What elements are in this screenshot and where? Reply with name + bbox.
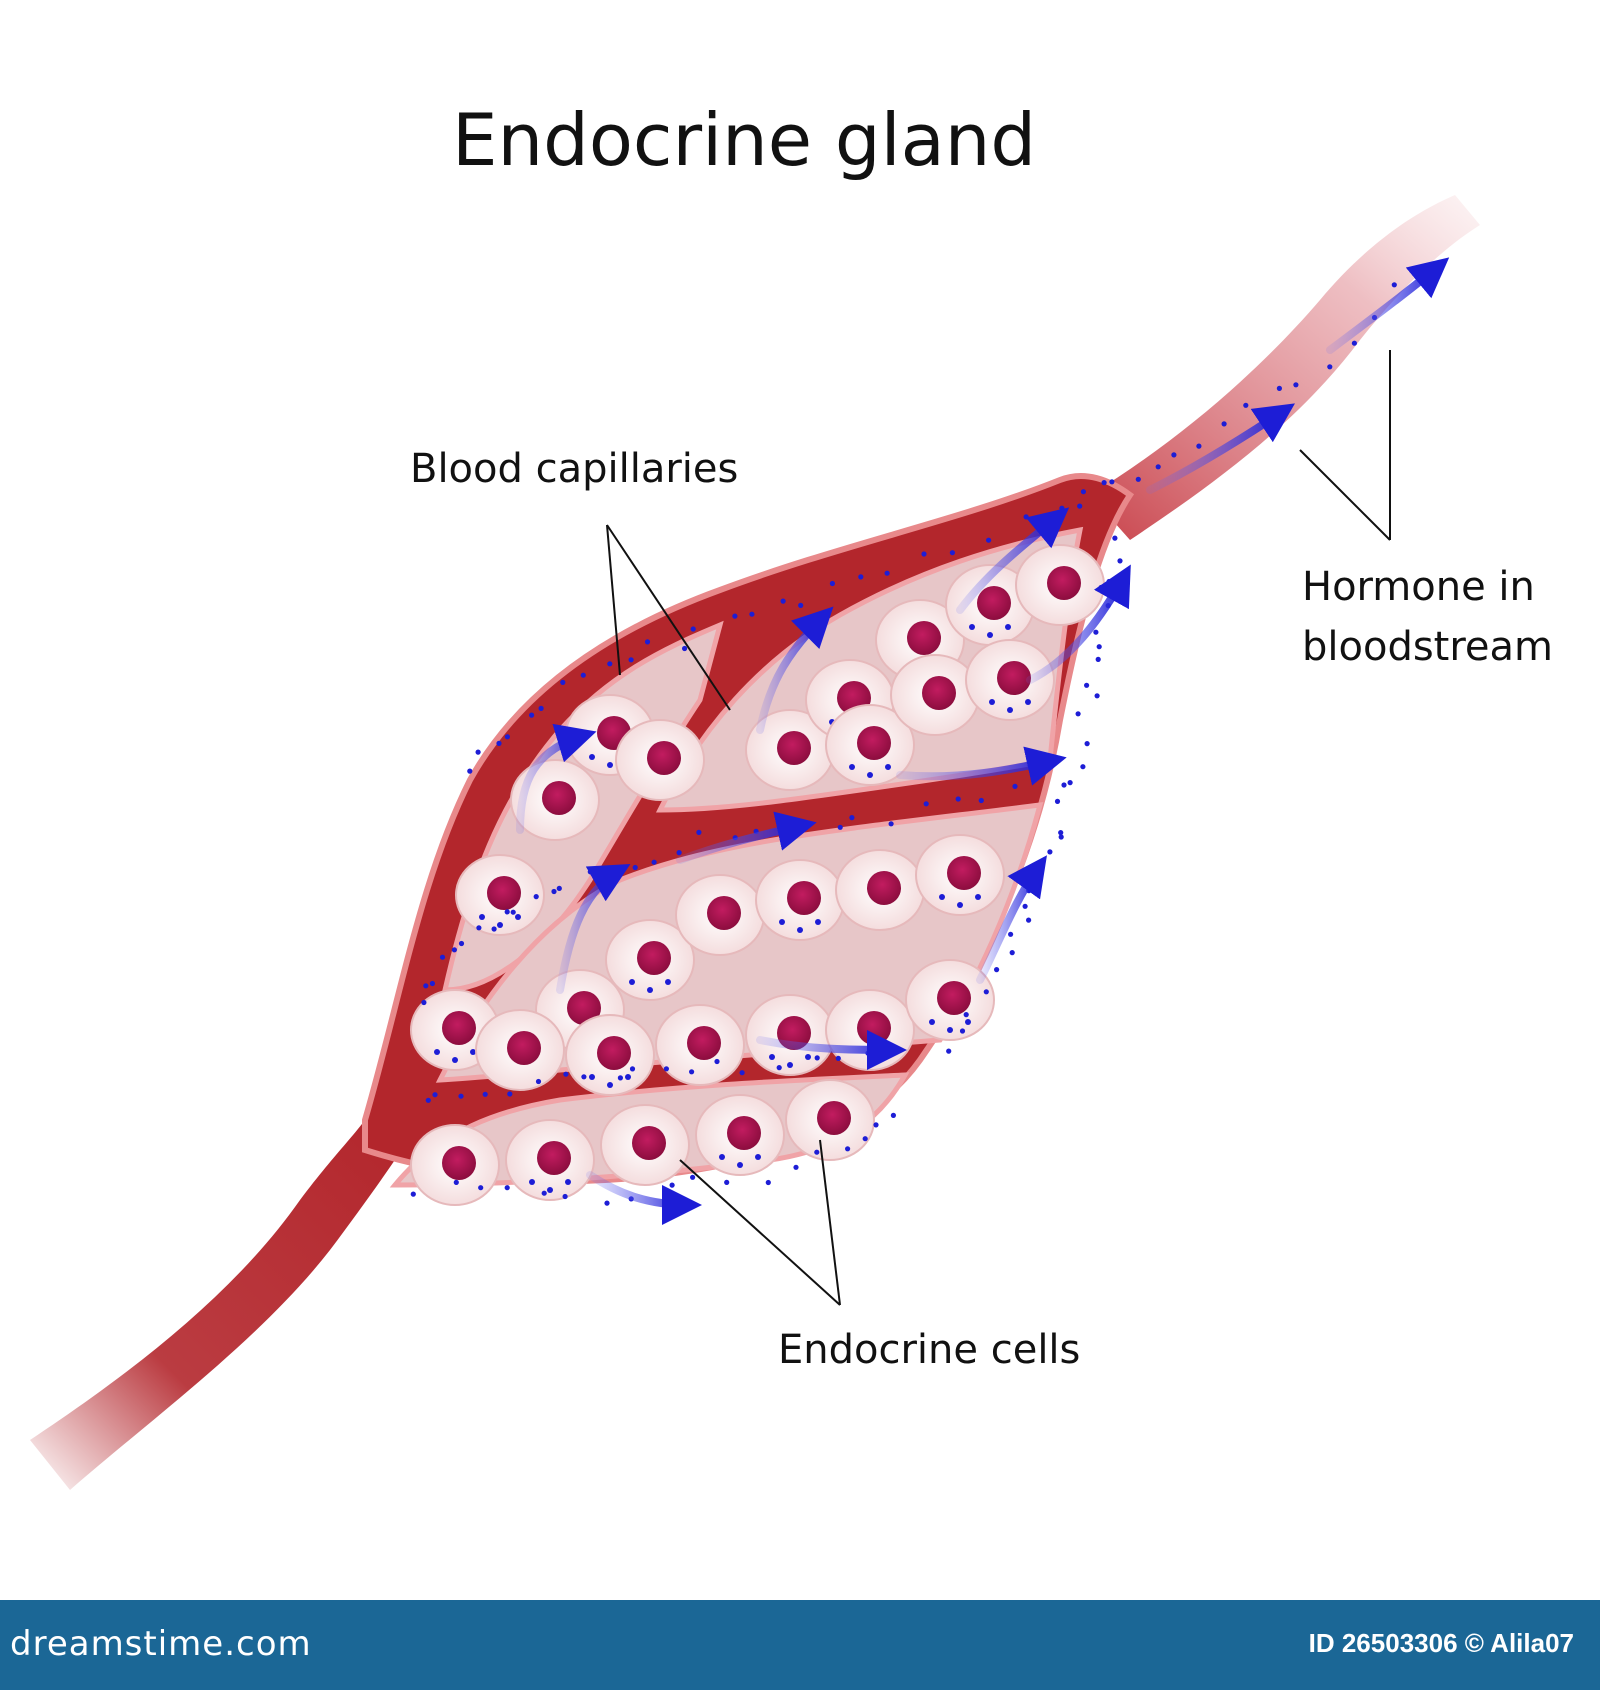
incoming-blood-vessel (30, 1120, 405, 1490)
cell-nucleus (542, 781, 576, 815)
leader-line (606, 524, 731, 711)
cell-nucleus (997, 661, 1031, 695)
flow-arrow (756, 606, 834, 734)
label-endocrine-cells: Endocrine cells (778, 1327, 1080, 1373)
cell-nucleus (567, 991, 601, 1025)
leader-line (679, 1159, 841, 1306)
cell-nucleus (487, 876, 521, 910)
cell-nucleus (1047, 566, 1081, 600)
leader-line (606, 524, 621, 676)
flow-arrow (1146, 403, 1295, 494)
cell-nucleus (537, 1141, 571, 1175)
cell-nucleus (922, 676, 956, 710)
cell-nucleus (727, 1116, 761, 1150)
endocrine-cell (835, 849, 925, 931)
leader-line (1299, 449, 1391, 541)
footer-brand[interactable]: dreamstime.com (10, 1624, 312, 1664)
flow-arrow (556, 864, 631, 994)
cell-nucleus (907, 621, 941, 655)
cell-nucleus (867, 871, 901, 905)
cell-nucleus (707, 896, 741, 930)
hormone-flow-arrows (516, 257, 1450, 1225)
endocrine-cell (505, 1119, 595, 1201)
endocrine-cell (695, 1094, 785, 1176)
flow-arrow (516, 723, 597, 834)
endocrine-cell (455, 854, 545, 936)
endocrine-cell (600, 1104, 690, 1186)
endocrine-cell (755, 859, 845, 941)
cell-nucleus (787, 881, 821, 915)
label-blood-capillaries: Blood capillaries (410, 446, 738, 492)
cell-nucleus (937, 981, 971, 1015)
flow-arrow (956, 507, 1070, 614)
cell-nucleus (647, 741, 681, 775)
endocrine-gland-diagram: Endocrine gland (30, 98, 1553, 1490)
flow-arrow (586, 1171, 702, 1225)
endocrine-cells (410, 544, 1105, 1206)
endocrine-cell (905, 959, 995, 1041)
label-hormone-line1: Hormone in (1302, 564, 1535, 610)
diagram-title: Endocrine gland (452, 98, 1036, 182)
cell-nucleus (777, 731, 811, 765)
endocrine-cell (785, 1079, 875, 1161)
flow-arrow (896, 746, 1067, 786)
cell-nucleus (442, 1011, 476, 1045)
cell-nucleus (857, 726, 891, 760)
endocrine-cell (890, 654, 980, 736)
endocrine-cell (915, 834, 1005, 916)
hormone-particles (410, 266, 1417, 1206)
flow-arrow (1026, 564, 1131, 684)
cell-nucleus (442, 1146, 476, 1180)
endocrine-cell (655, 1004, 745, 1086)
outgoing-blood-vessel (1090, 195, 1480, 540)
cell-nucleus (947, 856, 981, 890)
cell-nucleus (637, 941, 671, 975)
endocrine-cell (475, 1009, 565, 1091)
endocrine-cell (605, 919, 695, 1001)
flow-arrow (756, 1029, 907, 1070)
cell-nucleus (507, 1031, 541, 1065)
flow-arrow (676, 811, 817, 864)
endocrine-cell (965, 639, 1055, 721)
endocrine-cell (745, 709, 835, 791)
endocrine-cell (675, 874, 765, 956)
footer-bar: dreamstime.com ID 26503306 © Alila07 (0, 1600, 1600, 1690)
leader-line (819, 1139, 841, 1306)
endocrine-cell (565, 1014, 655, 1096)
cell-nucleus (857, 1011, 891, 1045)
flow-arrow (976, 855, 1047, 984)
cell-nucleus (687, 1026, 721, 1060)
cell-nucleus (977, 586, 1011, 620)
endocrine-cell (410, 1124, 500, 1206)
endocrine-cell (825, 704, 915, 786)
endocrine-cell (1015, 544, 1105, 626)
cell-nucleus (817, 1101, 851, 1135)
endocrine-cell (745, 994, 835, 1076)
footer-image-id: ID 26503306 © Alila07 (1308, 1628, 1574, 1658)
label-hormone-line2: bloodstream (1302, 624, 1553, 670)
cell-nucleus (597, 1036, 631, 1070)
cell-nucleus (632, 1126, 666, 1160)
flow-arrow (1326, 257, 1450, 354)
endocrine-cell (615, 719, 705, 801)
